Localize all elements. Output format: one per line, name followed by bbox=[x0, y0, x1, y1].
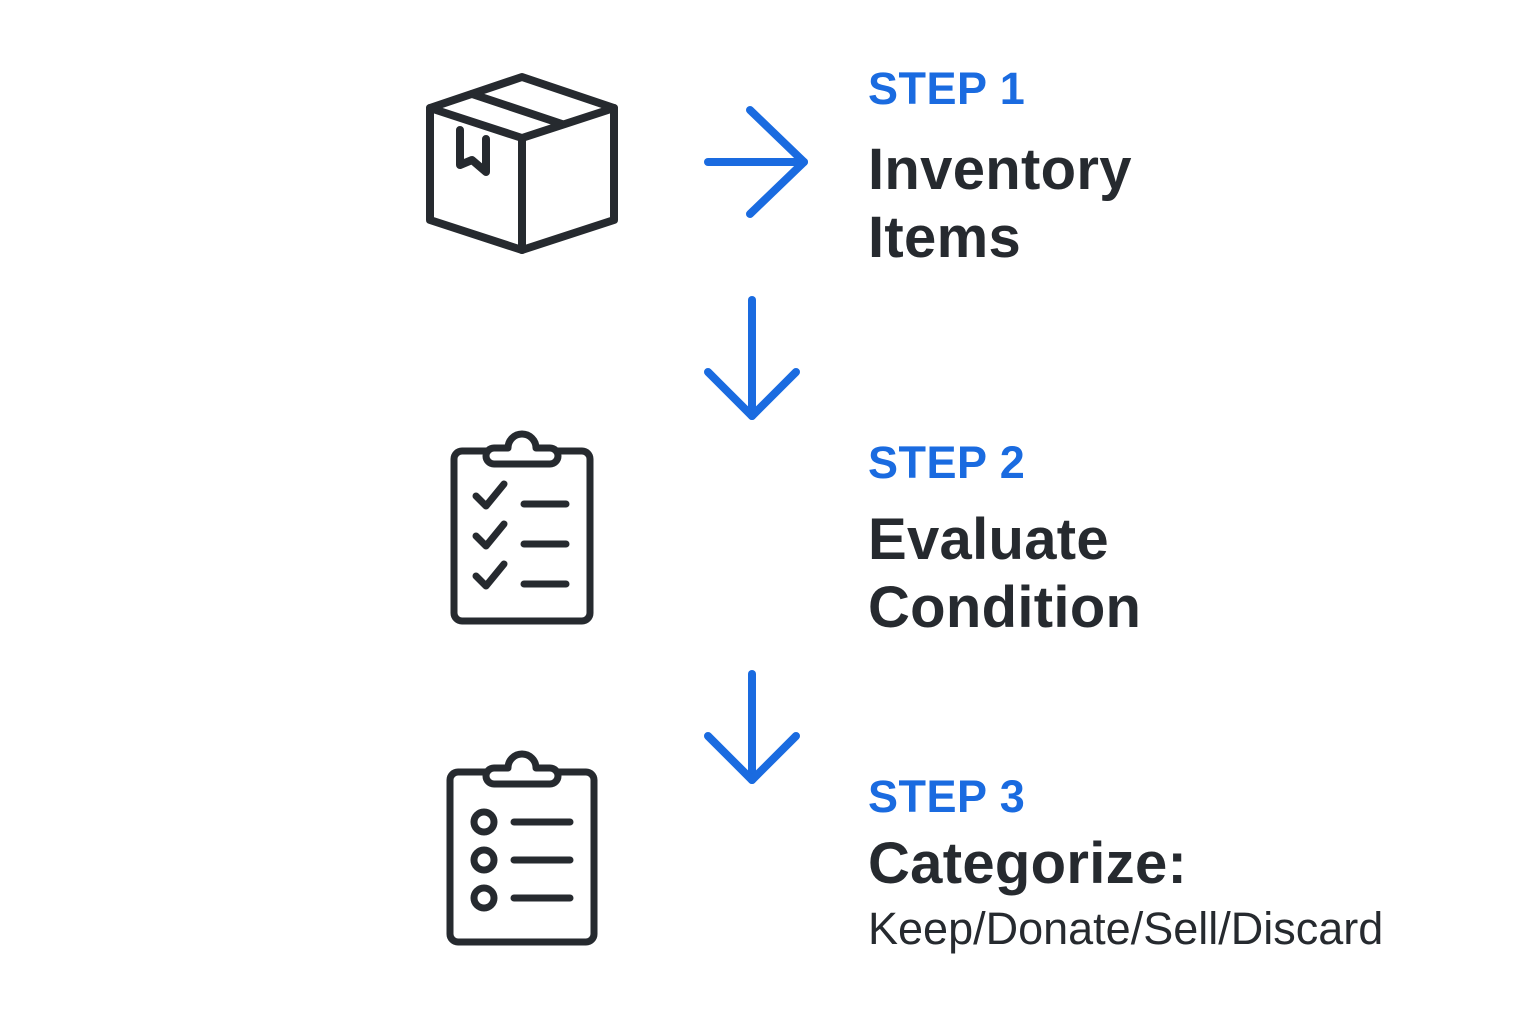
step-2-label: STEP 2 bbox=[868, 437, 1026, 488]
arrow-down-icon bbox=[700, 668, 805, 788]
clipboard-checklist-icon bbox=[446, 426, 598, 626]
step-1-title-line-2: Items bbox=[868, 205, 1022, 270]
step-2-title: Evaluate Condition bbox=[868, 506, 1141, 642]
step-3-title-line-1: Categorize: bbox=[868, 831, 1188, 896]
step-2-title-line-2: Condition bbox=[868, 575, 1142, 640]
step-3-label: STEP 3 bbox=[868, 771, 1026, 822]
step-3-title: Categorize: bbox=[868, 830, 1187, 898]
clipboard-list-icon bbox=[442, 746, 602, 948]
step-3-subtitle: Keep/Donate/Sell/Discard bbox=[868, 903, 1384, 954]
step-1-title: Inventory Items bbox=[868, 136, 1132, 272]
step-1-title-line-1: Inventory bbox=[868, 137, 1132, 202]
arrow-right-icon bbox=[700, 100, 815, 225]
package-box-icon bbox=[420, 70, 625, 255]
step-1-label: STEP 1 bbox=[868, 63, 1026, 114]
arrow-down-icon bbox=[700, 294, 805, 426]
step-2-title-line-1: Evaluate bbox=[868, 507, 1109, 572]
